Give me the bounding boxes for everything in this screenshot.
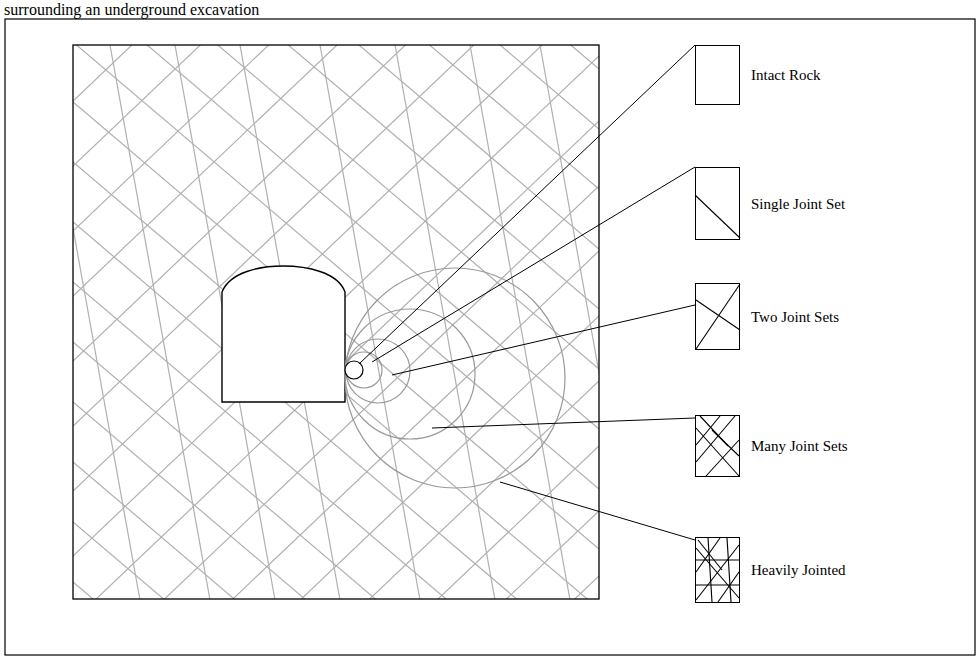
joint-sample-box: Intact Rock — [695, 45, 740, 105]
joint-sample-box: Two Joint Sets — [695, 283, 740, 350]
joint-sample-box: Heavily Jointed — [695, 537, 740, 603]
sample-label: Heavily Jointed — [751, 561, 846, 579]
rock-mass-square — [73, 45, 599, 599]
leader-lines — [359, 45, 695, 540]
sample-circles — [345, 268, 565, 488]
joint-sample-box: Single Joint Set — [695, 167, 740, 240]
sample-label: Single Joint Set — [751, 195, 845, 213]
sample-label: Intact Rock — [751, 66, 821, 84]
joint-sample-box: Many Joint Sets — [695, 415, 740, 477]
excavation-outline — [222, 266, 345, 402]
heading-fragment: surrounding an underground excavation — [4, 1, 259, 19]
sample-label: Many Joint Sets — [751, 437, 848, 455]
joint-lines — [73, 45, 599, 599]
joint-pattern — [695, 195, 740, 602]
sample-label: Two Joint Sets — [751, 308, 839, 326]
